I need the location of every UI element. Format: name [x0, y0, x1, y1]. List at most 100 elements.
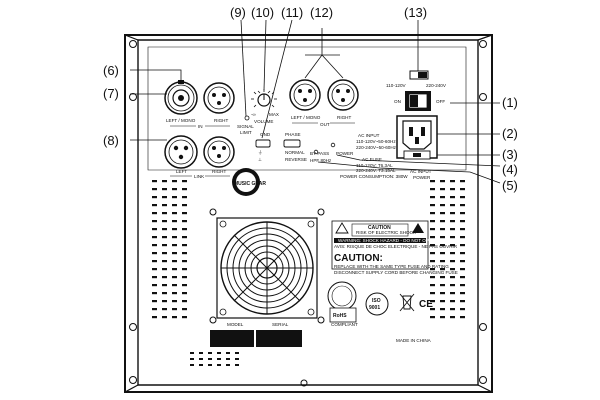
screw-hole — [129, 376, 137, 384]
vent-slot — [460, 244, 465, 247]
power-rocker-switch[interactable] — [405, 91, 431, 111]
on-label: ON — [394, 99, 401, 104]
vent-slot — [162, 236, 167, 239]
callout-line-12b — [321, 54, 344, 79]
vent-slot — [440, 308, 445, 311]
vent-slot — [208, 352, 212, 354]
vent-slot — [172, 308, 177, 311]
fuse-holder[interactable] — [403, 150, 431, 160]
vent-slot — [152, 268, 157, 271]
vent-slot — [440, 292, 445, 295]
gnd-switch[interactable] — [255, 139, 271, 148]
link-label: LINK — [194, 174, 205, 179]
brand-badge: MUSIC GEAR — [232, 168, 266, 196]
vent-slot — [172, 228, 177, 231]
vent-slot — [460, 212, 465, 215]
screw-hole — [479, 93, 487, 101]
vent-slot — [162, 228, 167, 231]
vent-slot — [152, 212, 157, 215]
vent-slot — [182, 268, 187, 271]
vent-slot — [152, 260, 157, 263]
out-label: OUT — [320, 122, 330, 127]
power-consumption-label: POWER CONSUMPTION: 380W — [340, 174, 408, 179]
vent-slot — [162, 204, 167, 207]
xlr-input-right[interactable] — [203, 82, 235, 114]
xlr-output-left-mono[interactable] — [289, 79, 321, 111]
link-left-label: LEFT — [176, 169, 187, 174]
fuse-line1: 110-120V: T6.3AL — [356, 163, 393, 168]
svg-text:RoHS: RoHS — [333, 313, 347, 319]
vent-slots-left — [152, 180, 187, 319]
vent-slot — [152, 292, 157, 295]
xlr-input-left-mono[interactable] — [164, 80, 198, 115]
svg-text:MUSIC GEAR: MUSIC GEAR — [234, 181, 266, 187]
vent-slot — [450, 188, 455, 191]
vent-slot — [162, 300, 167, 303]
vent-slot — [182, 308, 187, 311]
callout-12: (12) — [310, 5, 333, 20]
svg-text:REPLACE WITH THE SAME TYPE FUS: REPLACE WITH THE SAME TYPE FUSE AND RATI… — [334, 264, 449, 269]
vent-slot — [430, 292, 435, 295]
vent-slot — [440, 252, 445, 255]
vent-slot — [450, 228, 455, 231]
vent-slot — [440, 212, 445, 215]
vent-slot — [430, 212, 435, 215]
xlr-link-left[interactable] — [164, 135, 198, 169]
vent-slot — [226, 352, 230, 354]
off-label: OFF — [436, 99, 445, 104]
vent-slot — [430, 180, 435, 183]
callout-11: (11) — [281, 5, 303, 20]
vent-slot — [152, 252, 157, 255]
callout-7: (7) — [103, 86, 119, 101]
model-label: MODEL — [227, 322, 244, 327]
vent-slot — [450, 292, 455, 295]
vent-slot — [460, 220, 465, 223]
weee-bin-icon — [399, 293, 415, 312]
gnd-label: GND — [260, 132, 271, 137]
xlr-output-right[interactable] — [327, 79, 359, 111]
power-led — [330, 142, 336, 148]
svg-text:ISO: ISO — [372, 298, 381, 304]
vent-slot — [440, 300, 445, 303]
vent-slot — [199, 358, 203, 360]
vent-slot — [430, 316, 435, 319]
vent-slot — [182, 180, 187, 183]
vent-slot — [208, 358, 212, 360]
vent-slot — [182, 276, 187, 279]
volume-max-label: MAX — [269, 112, 279, 117]
screw-hole — [129, 40, 137, 48]
vent-slot — [430, 236, 435, 239]
vent-slot — [152, 276, 157, 279]
vent-slot — [450, 244, 455, 247]
vent-slot — [162, 268, 167, 271]
vent-slot — [450, 284, 455, 287]
vent-slot — [152, 244, 157, 247]
vent-slot — [440, 204, 445, 207]
vent-slot — [172, 244, 177, 247]
vent-slot — [182, 316, 187, 319]
vent-slot — [450, 236, 455, 239]
vent-slot — [430, 228, 435, 231]
vent-slot — [162, 244, 167, 247]
hpf-label: HPF 80Hz — [310, 158, 332, 163]
callout-line-11 — [261, 19, 293, 139]
vent-slot — [430, 300, 435, 303]
ac-input-line1: 110-120V~50-60Hz — [356, 139, 396, 144]
phase-switch[interactable] — [283, 139, 301, 148]
vent-slot — [190, 358, 194, 360]
phase-reverse-label: REVERSE — [285, 157, 307, 162]
vent-slot — [430, 284, 435, 287]
cooling-fan-grille — [216, 217, 318, 319]
rohs-logo: RoHS COMPLIANT — [329, 307, 358, 327]
vent-slot — [172, 276, 177, 279]
volume-knob[interactable] — [251, 89, 277, 108]
vent-slot — [460, 292, 465, 295]
vent-slot — [162, 260, 167, 263]
signal-limit-label: SIGNAL — [237, 124, 254, 129]
vent-slot — [450, 268, 455, 271]
vent-slot — [217, 352, 221, 354]
callout-5: (5) — [502, 178, 518, 193]
vent-slot — [172, 300, 177, 303]
xlr-link-right[interactable] — [203, 136, 235, 168]
